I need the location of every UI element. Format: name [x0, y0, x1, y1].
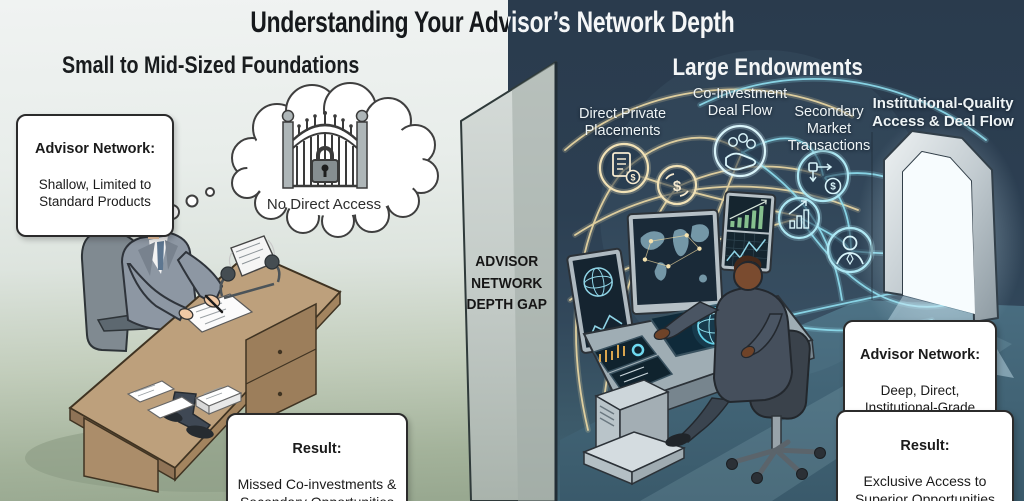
box-heading: Advisor Network: [34, 141, 156, 158]
left-section-heading: Small to Mid-Sized Foundations [62, 52, 360, 79]
box-body: Exclusive Access to Superior Opportuniti… [854, 473, 996, 501]
label-secondary-market-transactions: Secondary Market Transactions [787, 104, 871, 155]
analyst-left-arm [659, 301, 720, 340]
hand-coins-icon [712, 123, 768, 179]
svg-text:$: $ [630, 173, 635, 183]
document-coin-icon: $ [597, 141, 651, 195]
business-cards [126, 380, 243, 419]
locked-gate-icon [281, 109, 369, 189]
secondary-flow-icon: $ [795, 148, 851, 204]
right-monitor [719, 190, 777, 274]
box-body: Shallow, Limited to Standard Products [38, 177, 152, 210]
analyst-shoe [665, 433, 691, 447]
right-section-heading: Large Endowments [672, 54, 864, 81]
analyst-figure [653, 255, 826, 484]
pen-icon [204, 294, 224, 314]
label-institutional-quality-access: Institutional-Quality Access & Deal Flow [872, 95, 1014, 130]
center-monitor [626, 208, 724, 330]
bar-chart-screen [730, 205, 764, 230]
divider-wall [460, 61, 558, 501]
left-result-box: Result: Missed Co-investments & Secondar… [226, 413, 408, 501]
right-scene: $ $ $ [560, 50, 1024, 501]
page-title-right-segment: Understanding Your Advisor’s Network Dep… [468, 6, 735, 39]
advisor-tie [157, 241, 164, 270]
rolodex-icon [219, 235, 281, 300]
label-co-investment-deal-flow: Co-Investment Deal Flow [692, 86, 788, 120]
advisor-lapels [138, 240, 178, 276]
analyst-hair [733, 255, 762, 272]
box-body: Missed Co-investments & Secondary Opport… [237, 476, 397, 501]
analyst-head [733, 261, 763, 291]
wooden-desk [68, 250, 342, 493]
desk-front-panel [83, 416, 159, 493]
console-mini-screens [592, 335, 674, 395]
svg-text:$: $ [830, 182, 836, 193]
left-advisor-network-box: Advisor Network: Shallow, Limited to Sta… [16, 114, 174, 237]
no-direct-access-label: No Direct Access [266, 196, 382, 213]
padlock-shackle [316, 146, 334, 160]
box-heading: Result: [900, 437, 950, 454]
box-heading: Result: [292, 440, 342, 457]
page-title-left-segment: Understanding Your Advisor’s Network Dep… [249, 6, 735, 39]
left-scene [25, 82, 439, 493]
thought-bubble [164, 82, 439, 238]
growth-chart-icon [776, 195, 822, 241]
door-light-icon [903, 152, 975, 314]
network-depth-gap-label: ADVISOR NETWORK DEPTH GAP [466, 252, 548, 314]
svg-text:$: $ [673, 178, 682, 195]
right-result-box: Result: Exclusive Access to Superior Opp… [836, 410, 1014, 501]
label-direct-private-placements: Direct Private Placements [578, 106, 667, 140]
console-pedestal [582, 379, 687, 486]
box-heading: Advisor Network: [859, 347, 981, 364]
advisor-arms [126, 250, 224, 322]
dollar-circle-icon: $ [655, 163, 699, 207]
